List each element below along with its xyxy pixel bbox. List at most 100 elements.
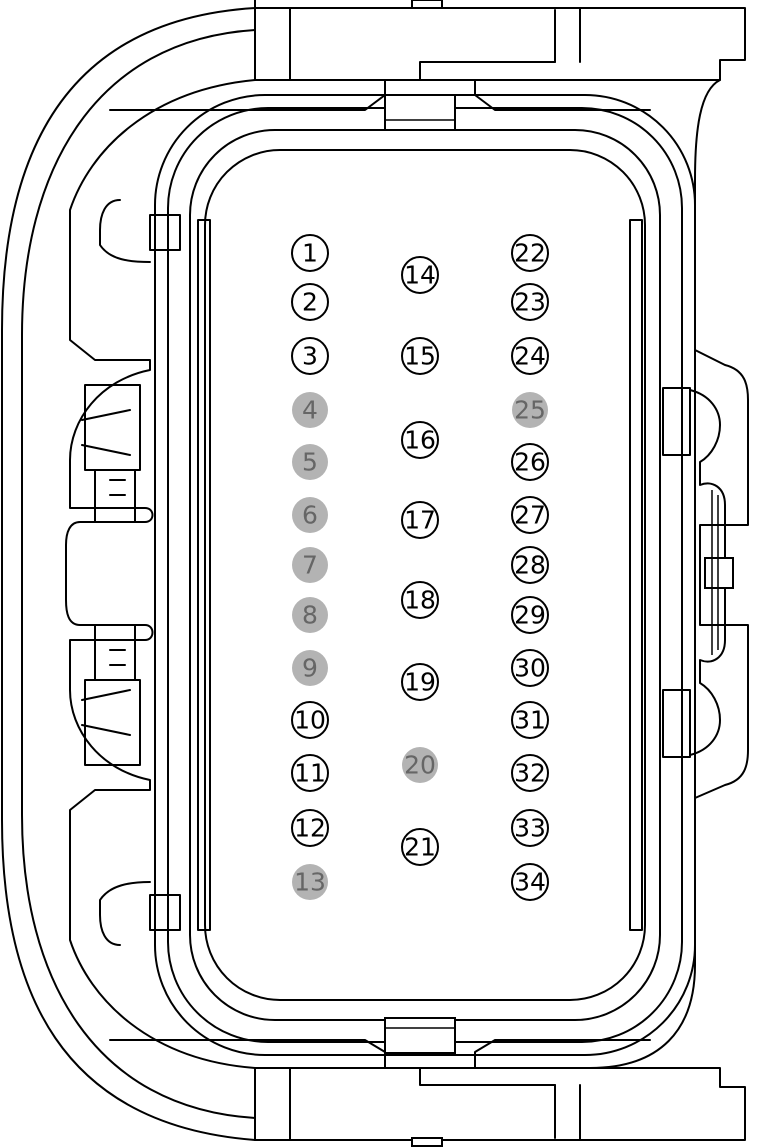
pin-12-label: 12 (294, 814, 326, 843)
pin-22-circle (511, 234, 549, 272)
pin-26-label: 26 (514, 448, 546, 477)
pin-5: 5 (292, 444, 328, 480)
pin-5-circle (292, 444, 328, 480)
pin-28-label: 28 (514, 551, 546, 580)
pin-30-circle (511, 649, 549, 687)
pin-18-label: 18 (404, 586, 436, 615)
pin-2: 2 (291, 283, 329, 321)
pin-9: 9 (292, 650, 328, 686)
pin-7-circle (292, 547, 328, 583)
pin-17: 17 (401, 501, 439, 539)
pin-24-label: 24 (514, 342, 546, 371)
pin-10: 10 (291, 701, 329, 739)
pin-3-circle (291, 337, 329, 375)
pin-27: 27 (511, 496, 549, 534)
pin-6: 6 (292, 497, 328, 533)
pin-34: 34 (511, 863, 549, 901)
pin-33-label: 33 (514, 814, 546, 843)
pin-17-label: 17 (404, 506, 436, 535)
pin-28-circle (511, 546, 549, 584)
pin-14-label: 14 (404, 261, 436, 290)
pin-21-label: 21 (404, 833, 436, 862)
pin-19-circle (401, 663, 439, 701)
pin-29-label: 29 (514, 601, 546, 630)
pin-13-label: 13 (294, 868, 326, 897)
pin-21: 21 (401, 828, 439, 866)
pin-11-label: 11 (294, 759, 326, 788)
pin-7: 7 (292, 547, 328, 583)
pin-33: 33 (511, 809, 549, 847)
pin-9-circle (292, 650, 328, 686)
pin-30: 30 (511, 649, 549, 687)
pin-13: 13 (292, 864, 328, 900)
pin-34-circle (511, 863, 549, 901)
pin-7-label: 7 (302, 551, 318, 580)
pin-23-circle (511, 283, 549, 321)
pin-3: 3 (291, 337, 329, 375)
pin-12: 12 (291, 809, 329, 847)
pin-15: 15 (401, 337, 439, 375)
pin-13-circle (292, 864, 328, 900)
pin-29: 29 (511, 596, 549, 634)
pin-26-circle (511, 443, 549, 481)
pin-10-label: 10 (294, 706, 326, 735)
pin-21-circle (401, 828, 439, 866)
pin-20-circle (402, 747, 438, 783)
pin-16-circle (401, 421, 439, 459)
pin-18-circle (401, 581, 439, 619)
pin-14: 14 (401, 256, 439, 294)
pin-15-circle (401, 337, 439, 375)
pin-18: 18 (401, 581, 439, 619)
pin-34-label: 34 (514, 868, 546, 897)
pin-31-label: 31 (514, 706, 546, 735)
pin-8-circle (292, 597, 328, 633)
pin-25-circle (512, 392, 548, 428)
pin-9-label: 9 (302, 654, 318, 683)
pin-17-circle (401, 501, 439, 539)
pin-19-label: 19 (404, 668, 436, 697)
pin-8: 8 (292, 597, 328, 633)
pin-8-label: 8 (302, 601, 318, 630)
pin-25-label: 25 (514, 396, 546, 425)
pin-20: 20 (402, 747, 438, 783)
pin-3-label: 3 (302, 342, 318, 371)
pin-16-label: 16 (404, 426, 436, 455)
pin-4: 4 (292, 392, 328, 428)
pin-2-circle (291, 283, 329, 321)
pin-5-label: 5 (302, 448, 318, 477)
pin-23-label: 23 (514, 288, 546, 317)
pin-4-label: 4 (302, 396, 318, 425)
pin-14-circle (401, 256, 439, 294)
pin-4-circle (292, 392, 328, 428)
pin-22: 22 (511, 234, 549, 272)
pin-26: 26 (511, 443, 549, 481)
pin-22-label: 22 (514, 239, 546, 268)
pin-15-label: 15 (404, 342, 436, 371)
pin-25: 25 (512, 392, 548, 428)
pin-27-circle (511, 496, 549, 534)
pin-27-label: 27 (514, 501, 546, 530)
pin-6-circle (292, 497, 328, 533)
pin-33-circle (511, 809, 549, 847)
pin-cavities: 1 2 3 4 5 6 7 8 9 10 11 12 13 14 15 16 1… (291, 234, 549, 901)
pin-28: 28 (511, 546, 549, 584)
pin-1-label: 1 (302, 239, 318, 268)
pin-12-circle (291, 809, 329, 847)
pin-32-label: 32 (514, 759, 546, 788)
pin-19: 19 (401, 663, 439, 701)
pin-10-circle (291, 701, 329, 739)
pin-31: 31 (511, 701, 549, 739)
pin-24: 24 (511, 337, 549, 375)
pin-11-circle (291, 754, 329, 792)
pin-30-label: 30 (514, 654, 546, 683)
pin-20-label: 20 (404, 751, 436, 780)
pin-31-circle (511, 701, 549, 739)
pin-1: 1 (291, 234, 329, 272)
pin-32: 32 (511, 754, 549, 792)
pin-6-label: 6 (302, 501, 318, 530)
pin-11: 11 (291, 754, 329, 792)
pin-1-circle (291, 234, 329, 272)
pin-29-circle (511, 596, 549, 634)
